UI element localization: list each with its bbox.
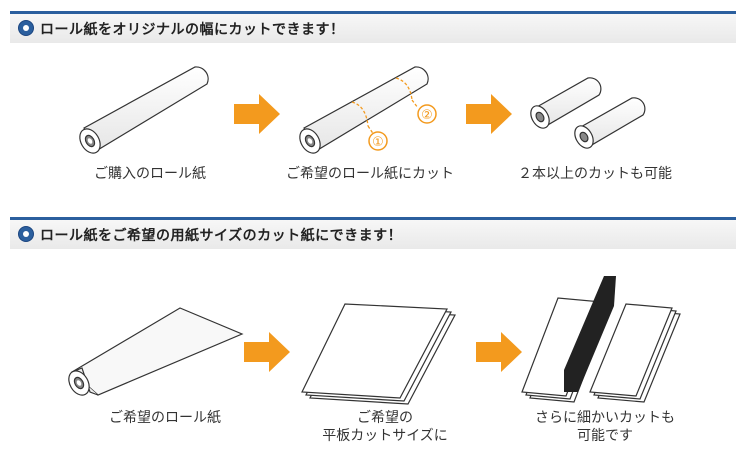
sheet-stack-icon xyxy=(301,303,456,405)
arrow-right-icon xyxy=(234,94,280,134)
paper-roll-icon xyxy=(79,66,209,154)
paper-roll-icon xyxy=(299,66,429,154)
bullet-circle-icon xyxy=(19,21,33,35)
cut-blade-shape xyxy=(564,276,616,392)
step-caption: ご購入のロール紙 xyxy=(94,166,206,182)
arrow-right-icon xyxy=(476,332,522,372)
section-header-roll-width: ロール紙をオリジナルの幅にカットできます！ xyxy=(10,11,736,43)
svg-text:①: ① xyxy=(372,135,384,150)
small-roll-icon xyxy=(530,77,602,129)
arrow-right-icon xyxy=(466,94,512,134)
svg-text:②: ② xyxy=(421,108,433,123)
step-caption-line1: さらに細かいカットも xyxy=(535,410,675,426)
bullet-circle-icon xyxy=(19,227,33,241)
step-caption: ご希望のロール紙 xyxy=(109,410,221,426)
step-caption-line2: 平板カットサイズに xyxy=(322,428,448,444)
step-caption: ２本以上のカットも可能 xyxy=(518,166,672,182)
section-header-sheet-cut: ロール紙をご希望の用紙サイズのカット紙にできます！ xyxy=(10,217,736,249)
cut-marker-1: ① xyxy=(368,131,388,151)
small-roll-icon xyxy=(574,97,646,149)
arrow-right-icon xyxy=(244,332,290,372)
cut-line-1 xyxy=(351,101,375,136)
section-title: ロール紙をオリジナルの幅にカットできます！ xyxy=(40,22,345,38)
step-caption-line1: ご希望の xyxy=(357,410,413,426)
step-caption: ご希望のロール紙にカット xyxy=(286,166,454,182)
cut-line-2 xyxy=(395,77,419,109)
unrolled-paper-icon xyxy=(68,307,244,396)
section-title: ロール紙をご希望の用紙サイズのカット紙にできます！ xyxy=(40,228,403,244)
cut-marker-2: ② xyxy=(417,104,437,124)
step-caption-line2: 可能です xyxy=(577,428,633,444)
